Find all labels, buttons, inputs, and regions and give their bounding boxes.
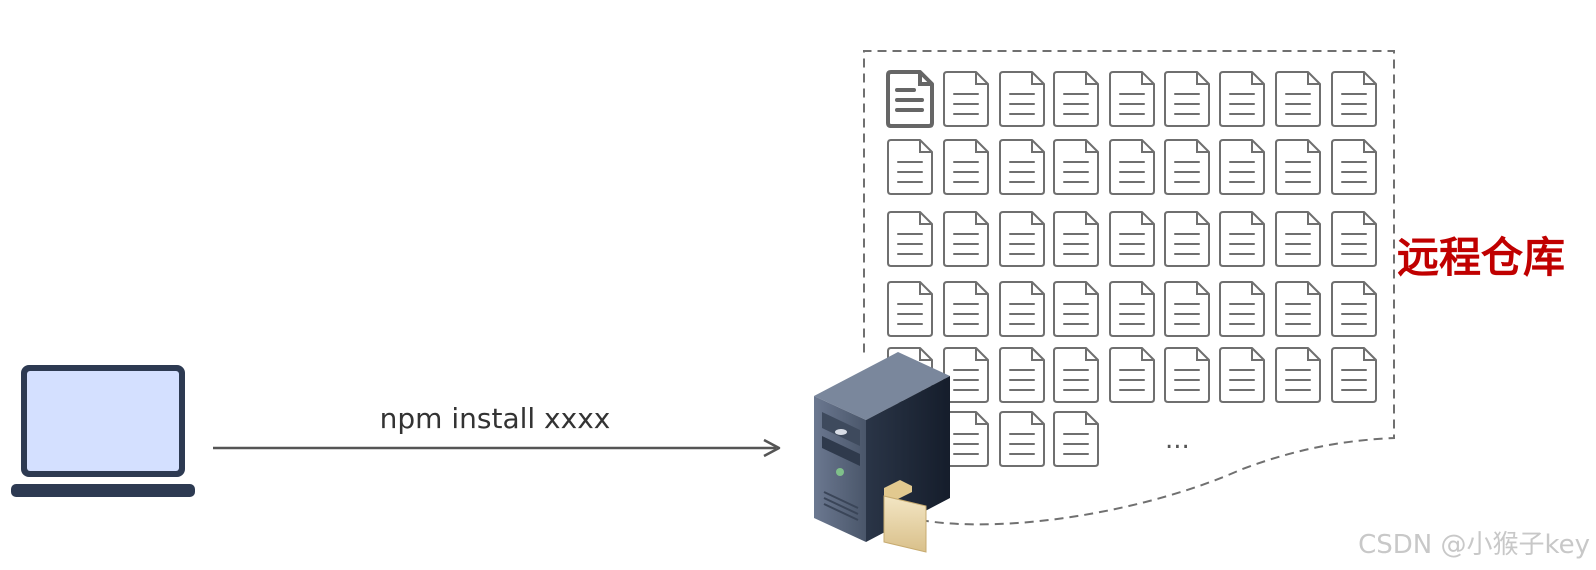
file-icon	[1109, 211, 1155, 267]
file-icon	[999, 139, 1045, 195]
file-icon	[943, 347, 989, 403]
file-icon	[1275, 139, 1321, 195]
file-icon	[887, 211, 933, 267]
file-icon	[1275, 281, 1321, 337]
file-icon	[1219, 281, 1265, 337]
file-icon	[999, 281, 1045, 337]
file-icon	[1331, 347, 1377, 403]
repository-label: 远程仓库	[1397, 233, 1565, 282]
file-icon	[1275, 71, 1321, 127]
file-icon	[943, 211, 989, 267]
file-icon	[999, 211, 1045, 267]
file-icon	[943, 71, 989, 127]
file-icon	[999, 347, 1045, 403]
repository-boundary	[863, 50, 1395, 526]
laptop-icon	[11, 365, 195, 497]
file-icon	[1053, 281, 1099, 337]
more-files-indicator: ...	[1165, 425, 1190, 455]
file-grid	[886, 70, 1377, 467]
server-icon	[814, 352, 950, 542]
file-icon	[1053, 211, 1099, 267]
file-icon	[1219, 139, 1265, 195]
file-icon	[1219, 71, 1265, 127]
file-icon	[1275, 347, 1321, 403]
file-icon	[1109, 139, 1155, 195]
file-icon	[1331, 211, 1377, 267]
file-icon	[1331, 281, 1377, 337]
watermark: CSDN @小猴子key	[1358, 530, 1590, 560]
request-arrow	[213, 438, 781, 458]
file-icon	[1109, 347, 1155, 403]
file-icon	[943, 139, 989, 195]
file-icon	[1275, 211, 1321, 267]
file-icon	[1219, 211, 1265, 267]
file-icon	[887, 281, 933, 337]
file-icon	[1109, 281, 1155, 337]
folder-icon	[883, 480, 927, 553]
file-icon	[999, 411, 1045, 467]
command-label: npm install xxxx	[380, 402, 611, 435]
file-icon	[1053, 71, 1099, 127]
file-icon	[1053, 347, 1099, 403]
file-icon	[1053, 139, 1099, 195]
file-icon	[1164, 347, 1210, 403]
file-icon	[886, 70, 934, 128]
file-icon	[1219, 347, 1265, 403]
file-icon	[1164, 139, 1210, 195]
file-icon	[943, 281, 989, 337]
file-icon	[943, 411, 989, 467]
file-icon	[1164, 281, 1210, 337]
file-icon	[1109, 71, 1155, 127]
file-icon	[1331, 71, 1377, 127]
file-icon	[887, 139, 933, 195]
file-icon	[1164, 211, 1210, 267]
file-icon	[1164, 71, 1210, 127]
file-icon	[1053, 411, 1099, 467]
file-icon	[1331, 139, 1377, 195]
file-icon	[999, 71, 1045, 127]
